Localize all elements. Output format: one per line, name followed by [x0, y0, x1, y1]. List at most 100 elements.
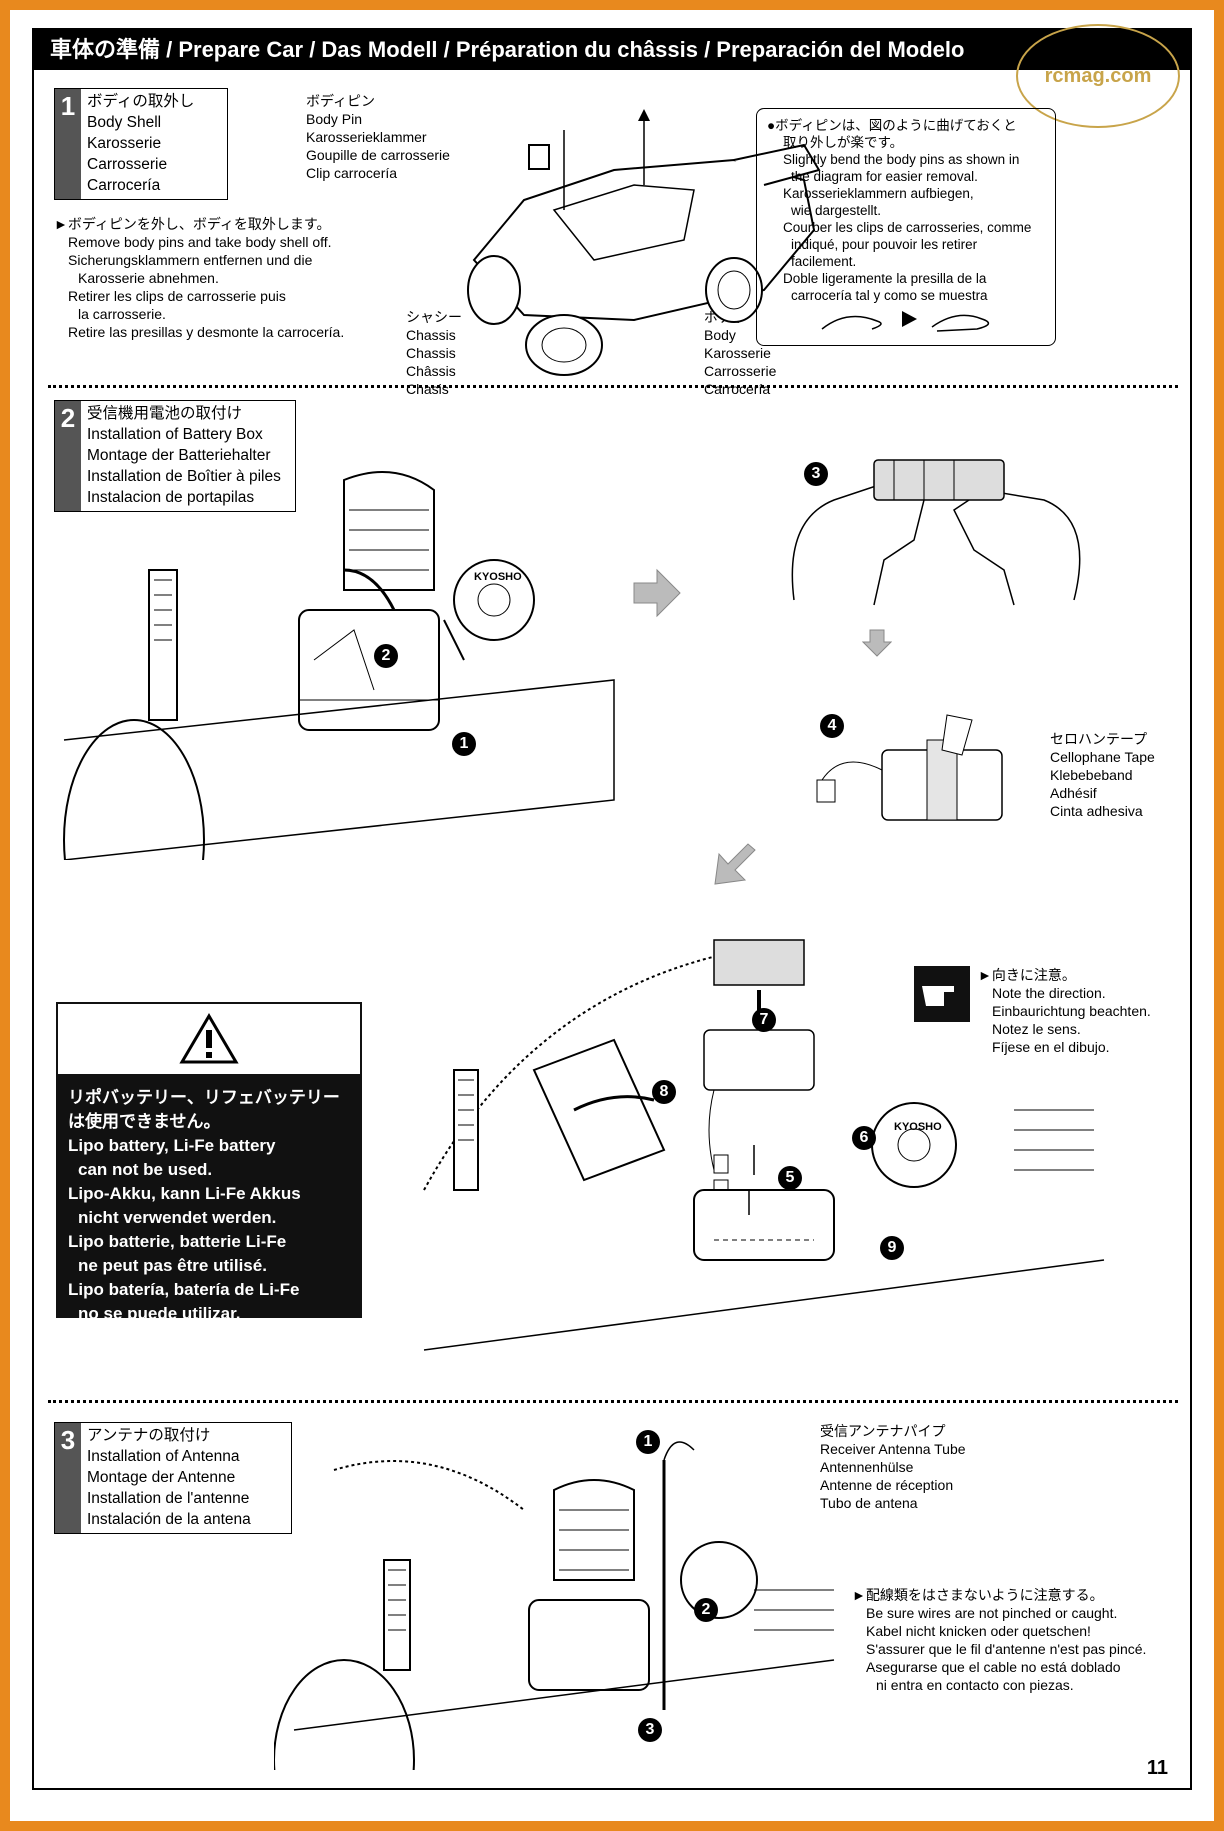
- marker-antenna-2: 2: [694, 1598, 718, 1622]
- step2-title-box: 2 受信機用電池の取付け Installation of Battery Box…: [54, 400, 296, 512]
- note-line: Doble ligeramente la presilla de la: [783, 271, 987, 286]
- warning-header: [56, 1002, 362, 1076]
- label-line: Karosserieklammer: [306, 129, 427, 145]
- title-line: Montage der Antenne: [87, 1469, 236, 1486]
- note-line: ni entra en contacto con piezas.: [876, 1677, 1074, 1693]
- wire-caution-note: ►配線類をはさまないように注意する。 Be sure wires are not…: [852, 1586, 1146, 1694]
- instruction-line: Remove body pins and take body shell off…: [68, 234, 332, 250]
- instruction-line: ►ボディピンを外し、ボディを取外します。: [54, 216, 331, 232]
- title-line: Instalación de la antena: [87, 1511, 251, 1528]
- body-pin-tip-box: ●ボディピンは、図のように曲げておくと 取り外しが楽です。 Slightly b…: [756, 108, 1056, 346]
- label-line: 受信アンテナパイプ: [820, 1423, 946, 1439]
- label-line: セロハンテープ: [1050, 731, 1148, 747]
- label-line: ボディピン: [306, 93, 376, 109]
- step3-title: アンテナの取付け Installation of Antenna Montage…: [87, 1423, 291, 1532]
- marker-7: 7: [752, 1008, 776, 1032]
- note-line: Be sure wires are not pinched or caught.: [866, 1605, 1118, 1621]
- note-line: Einbaurichtung beachten.: [992, 1003, 1151, 1019]
- marker-9: 9: [880, 1236, 904, 1260]
- bent-pin-icon: [821, 311, 990, 332]
- antenna-install-illustration: [274, 1441, 835, 1770]
- down-left-arrow-icon: [714, 843, 756, 885]
- warning-line: can not be used.: [78, 1160, 213, 1179]
- brand-label: KYOSHO: [894, 1121, 942, 1133]
- note-line: 取り外しが楽です。: [783, 135, 904, 150]
- warning-line: Lipo batería, batería de Li-Fe: [68, 1280, 300, 1299]
- title-line: Installation of Battery Box: [87, 426, 263, 443]
- note-line: Slightly bend the body pins as shown in: [783, 152, 1020, 167]
- note-line: indiqué, pour pouvoir les retirer facile…: [791, 237, 978, 269]
- label-line: Receiver Antenna Tube: [820, 1441, 966, 1457]
- warning-line: Lipo batterie, batterie Li-Fe: [68, 1232, 287, 1251]
- manual-page: 車体の準備 / Prepare Car / Das Modell / Prépa…: [10, 10, 1214, 1821]
- marker-6: 6: [852, 1126, 876, 1150]
- tape-label: セロハンテープ Cellophane Tape Klebebeband Adhé…: [1050, 730, 1155, 820]
- label-line: Chasis: [406, 381, 449, 397]
- label-line: Body Pin: [306, 111, 363, 127]
- battery-install-illustration: KYOSHO: [423, 939, 1105, 1351]
- label-line: Goupille de carrosserie: [306, 147, 450, 163]
- step1-title-box: 1 ボディの取外し Body Shell Karosserie Carrosse…: [54, 88, 228, 200]
- warning-line: は使用できません。: [68, 1112, 221, 1131]
- marker-4: 4: [820, 714, 844, 738]
- title-line: Karosserie: [87, 135, 162, 152]
- warning-line: nicht verwendet werden.: [78, 1208, 277, 1227]
- instruction-line: la carrosserie.: [78, 306, 166, 322]
- label-line: Cellophane Tape: [1050, 749, 1155, 765]
- instruction-line: Sicherungsklammern entfernen und die: [68, 252, 313, 268]
- marker-5: 5: [778, 1166, 802, 1190]
- note-line: Notez le sens.: [992, 1021, 1081, 1037]
- note-line: ●ボディピンは、図のように曲げておくと: [767, 118, 1017, 133]
- label-line: シャシー: [406, 309, 462, 325]
- step-number: 1: [55, 89, 81, 199]
- page-frame: 車体の準備 / Prepare Car / Das Modell / Prépa…: [32, 24, 1192, 1790]
- label-line: Karosserie: [704, 345, 771, 361]
- marker-2: 2: [374, 644, 398, 668]
- body-pin-label: ボディピン Body Pin Karosserieklammer Goupill…: [306, 92, 450, 182]
- title-line: Carrocería: [87, 177, 161, 194]
- label-line: Carrocería: [704, 381, 771, 397]
- battery-box-illustration: KYOSHO: [63, 471, 615, 860]
- label-line: Carrosserie: [704, 363, 777, 379]
- warning-line: Lipo battery, Li-Fe battery: [68, 1136, 276, 1155]
- title-line: Montage der Batteriehalter: [87, 447, 271, 464]
- note-line: wie dargestellt.: [791, 203, 882, 218]
- section-divider: [48, 385, 1178, 388]
- label-line: Châssis: [406, 363, 456, 379]
- note-line: ►配線類をはさまないように注意する。: [852, 1587, 1104, 1603]
- step2-title: 受信機用電池の取付け Installation of Battery Box M…: [87, 401, 295, 510]
- page-title: 車体の準備 / Prepare Car / Das Modell / Prépa…: [34, 30, 1190, 70]
- antenna-tube-label: 受信アンテナパイプ Receiver Antenna Tube Antennen…: [820, 1422, 966, 1512]
- step1-title: ボディの取外し Body Shell Karosserie Carrosseri…: [87, 89, 227, 198]
- title-line: 受信機用電池の取付け: [87, 405, 243, 422]
- marker-antenna-1: 1: [636, 1430, 660, 1454]
- warning-text: リポバッテリー、リフェバッテリー は使用できません。 Lipo battery,…: [56, 1076, 362, 1326]
- title-line: アンテナの取付け: [87, 1427, 211, 1444]
- warning-line: ne peut pas être utilisé.: [78, 1256, 267, 1275]
- battery-tape-illustration: [816, 714, 1003, 821]
- step3-title-box: 3 アンテナの取付け Installation of Antenna Monta…: [54, 1422, 292, 1534]
- title-line: Instalacion de portapilas: [87, 489, 255, 506]
- note-line: Asegurarse que el cable no está doblado: [866, 1659, 1121, 1675]
- title-line: Installation de l'antenne: [87, 1490, 250, 1507]
- warning-line: Lipo-Akku, kann Li-Fe Akkus: [68, 1184, 301, 1203]
- watermark-logo: rcmag.com: [1016, 24, 1180, 128]
- label-line: Klebebeband: [1050, 767, 1133, 783]
- marker-antenna-3: 3: [638, 1718, 662, 1742]
- page-number: 11: [1146, 1757, 1168, 1779]
- marker-8: 8: [652, 1080, 676, 1104]
- note-line: ►向きに注意。: [978, 967, 1076, 983]
- car-body-illustration: [467, 90, 821, 376]
- label-line: Chassis: [406, 327, 456, 343]
- note-line: S'assurer que le fil d'antenne n'est pas…: [866, 1641, 1147, 1657]
- note-line: carrocería tal y como se muestra: [791, 288, 988, 303]
- label-line: Antenne de réception: [820, 1477, 954, 1493]
- note-line: Fíjese en el dibujo.: [992, 1039, 1110, 1055]
- hands-battery-illustration: [791, 459, 1081, 606]
- step-number: 2: [55, 401, 81, 511]
- brand-label: KYOSHO: [474, 571, 522, 583]
- warning-line: リポバッテリー、リフェバッテリー: [68, 1088, 340, 1107]
- title-line: ボディの取外し: [87, 93, 195, 110]
- title-line: Installation of Antenna: [87, 1448, 240, 1465]
- note-line: Karosserieklammern aufbiegen,: [783, 186, 974, 201]
